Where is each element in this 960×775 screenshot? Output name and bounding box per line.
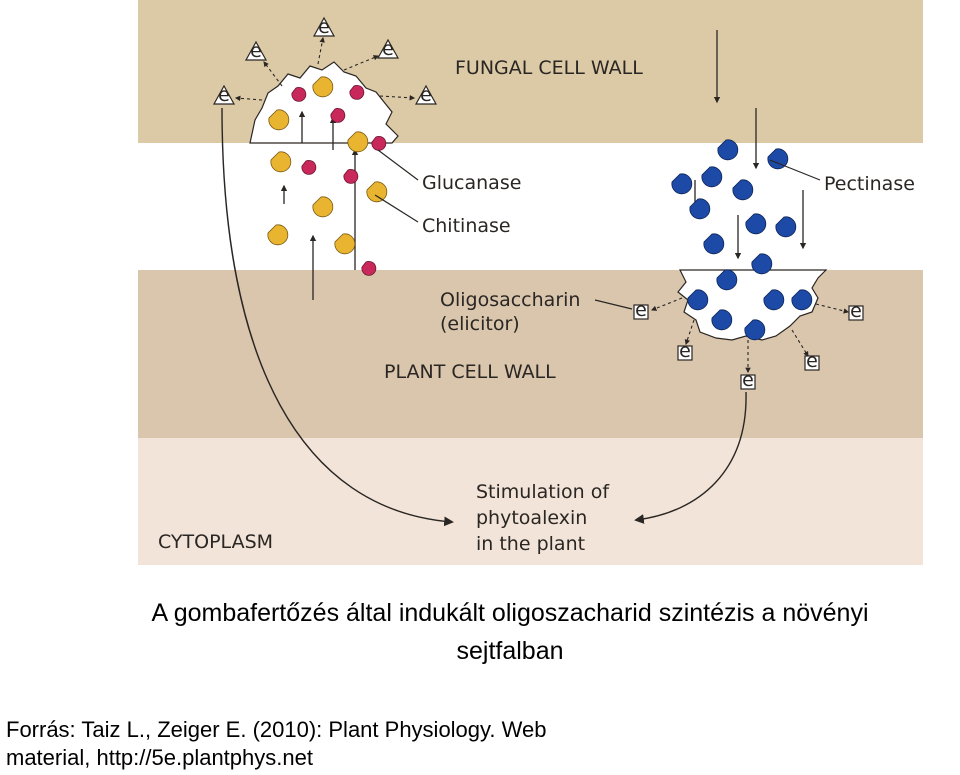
stimulation-label-line2: phytoalexin xyxy=(476,507,587,529)
glucanase-label: Glucanase xyxy=(422,172,521,194)
caption-title: A gombafertőzés által indukált oligoszac… xyxy=(60,594,960,670)
elicitor-triangle: e xyxy=(212,84,236,106)
elicitor-label: e xyxy=(382,38,394,60)
elicitor-square: e xyxy=(848,300,864,322)
elicitor-square: e xyxy=(677,340,693,362)
plant-cell-wall-label: PLANT CELL WALL xyxy=(384,361,556,383)
elicitor-triangles: e e e e e xyxy=(212,16,438,106)
caption-source-line1: Forrás: Taiz L., Zeiger E. (2010): Plant… xyxy=(6,717,547,742)
caption-source-line2: material, http://5e.plantphys.net xyxy=(6,745,313,770)
elicitor-dashed-arrows-fungal xyxy=(234,36,416,102)
elicitor-triangle: e xyxy=(376,38,400,60)
stimulation-label-line1: Stimulation of xyxy=(476,481,610,503)
caption-title-line1: A gombafertőzés által indukált oligoszac… xyxy=(151,599,869,627)
elicitor-square: e xyxy=(740,369,756,391)
elicitor-label: e xyxy=(679,340,691,362)
upward-arrows xyxy=(280,110,359,300)
elicitor-triangle: e xyxy=(312,16,336,38)
elicitor-square: e xyxy=(633,299,649,321)
elicitor-label: e xyxy=(635,299,647,321)
cytoplasm-band xyxy=(138,438,923,565)
elicitor-triangle: e xyxy=(414,84,438,106)
leader-lines xyxy=(374,149,821,310)
pectinase-label: Pectinase xyxy=(824,173,915,195)
elicitor-label: e xyxy=(250,40,262,62)
pectinase-enzymes xyxy=(671,139,813,341)
elicitor-label: e xyxy=(806,350,818,372)
oligosaccharin-label: Oligosaccharin xyxy=(440,289,580,311)
elicitor-triangle: e xyxy=(244,40,268,62)
left-stimulation-arrow xyxy=(221,107,454,527)
elicitor-label: e xyxy=(318,16,330,38)
chitinase-enzymes xyxy=(267,76,388,255)
elicitor-label: e xyxy=(218,84,230,106)
stimulation-label-line3: in the plant xyxy=(476,533,585,555)
right-stimulation-arrow xyxy=(634,391,747,524)
caption-source: Forrás: Taiz L., Zeiger E. (2010): Plant… xyxy=(6,716,626,772)
elicitor-dashed-arrows-plant xyxy=(650,297,850,374)
glucanase-enzymes xyxy=(291,85,387,276)
fungal-cell-wall-label: FUNGAL CELL WALL xyxy=(455,57,643,79)
elicitor-squares: e e e e e xyxy=(633,299,864,391)
caption-title-line2: sejtfalban xyxy=(456,637,564,665)
gap-band xyxy=(138,143,923,270)
elicitor-square: e xyxy=(804,350,820,372)
elicitor-label: e xyxy=(850,300,862,322)
cytoplasm-label: CYTOPLASM xyxy=(158,531,273,553)
elicitor-label: e xyxy=(420,84,432,106)
fungal-infection-diagram: e e e e e e e xyxy=(138,0,923,565)
elicitor-caption-label: (elicitor) xyxy=(440,313,520,335)
elicitor-label: e xyxy=(742,369,754,391)
chitinase-label: Chitinase xyxy=(422,215,511,237)
